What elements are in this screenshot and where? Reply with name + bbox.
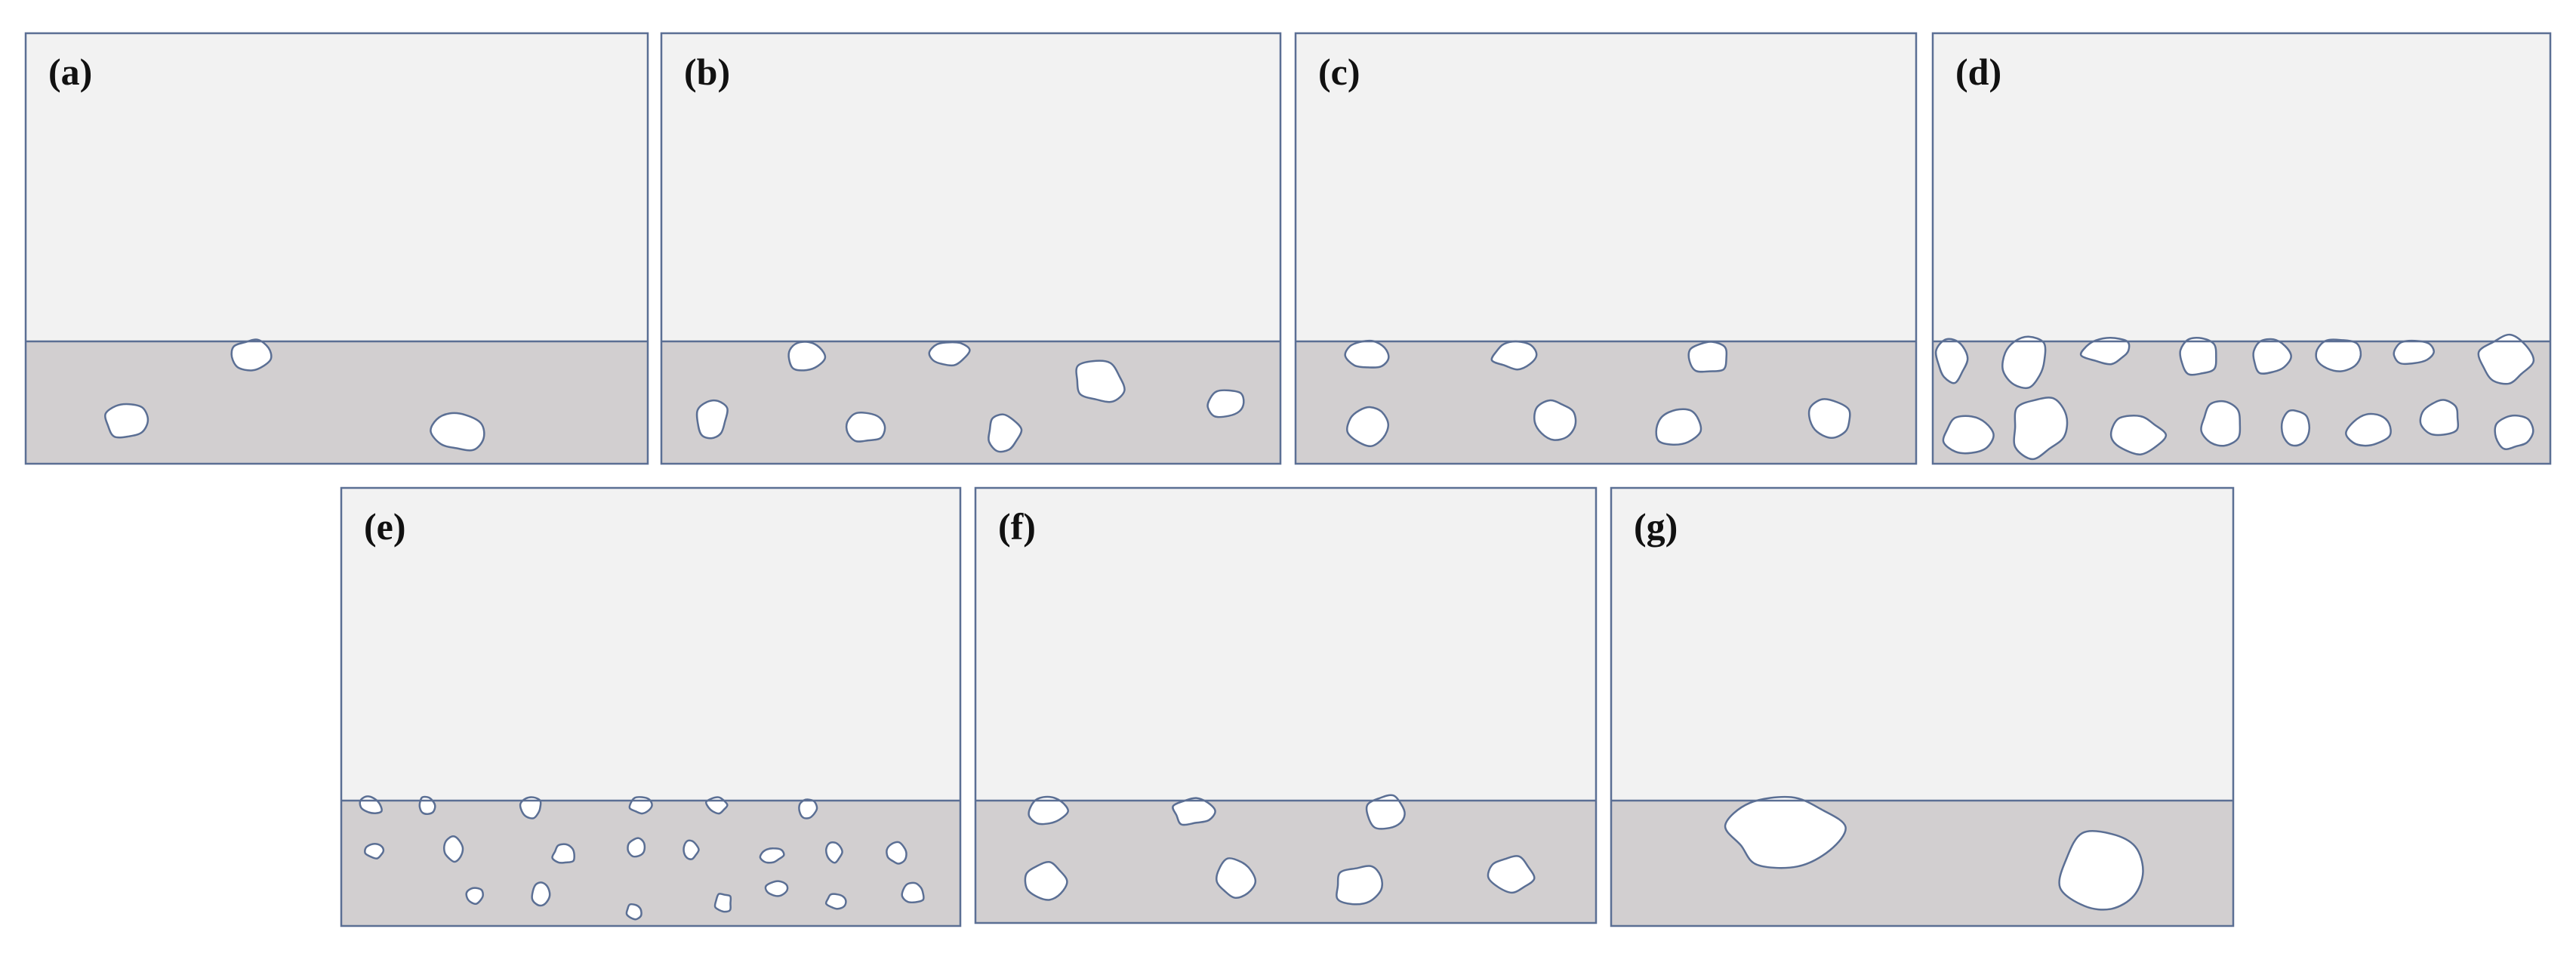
particle (2494, 414, 2534, 450)
particle (2345, 412, 2392, 447)
particle (695, 399, 729, 440)
particle (627, 837, 646, 858)
particle (886, 841, 907, 865)
particle (531, 881, 551, 907)
particle (1075, 360, 1126, 403)
particle (364, 843, 385, 860)
particle (2058, 830, 2144, 911)
upper-region (341, 488, 960, 801)
particle (2419, 399, 2460, 437)
particle (1687, 341, 1728, 373)
particle-group (1724, 795, 2144, 911)
panel-label: (f) (998, 505, 1036, 548)
particle (2013, 397, 2069, 461)
panel-frame (24, 32, 649, 465)
particle-group (695, 341, 1245, 453)
particle (430, 412, 485, 452)
panel-a: (a) (24, 32, 649, 465)
panel-frame (1610, 486, 2235, 927)
particle (2179, 337, 2217, 376)
particle (1216, 857, 1257, 899)
particle (683, 839, 700, 860)
particle (230, 338, 273, 372)
upper-region (975, 488, 1596, 801)
particle (901, 881, 925, 904)
panel-c: (c) (1294, 32, 1918, 465)
particle (824, 841, 843, 864)
upper-region (1611, 488, 2233, 801)
particle (1344, 339, 1390, 369)
lower-region (341, 801, 960, 926)
particle (1487, 855, 1536, 894)
panel-e: (e) (340, 486, 962, 927)
particle-group (1024, 794, 1536, 906)
particle (759, 847, 785, 864)
upper-region (1296, 33, 1916, 341)
particle (628, 796, 653, 815)
particle (443, 835, 464, 863)
particle (519, 796, 542, 819)
particle (1942, 415, 1995, 455)
particle (764, 880, 789, 897)
lower-region (1296, 341, 1916, 464)
particle (2001, 335, 2047, 390)
particle-group (104, 338, 485, 452)
particle (2079, 337, 2131, 366)
panel-label: (c) (1318, 51, 1360, 93)
particle (1807, 398, 1851, 440)
particle (1533, 399, 1577, 441)
upper-region (1933, 33, 2550, 341)
lower-region (975, 801, 1596, 923)
particle (1336, 865, 1384, 906)
upper-region (661, 33, 1280, 341)
particle (2109, 415, 2168, 455)
particle (2200, 400, 2242, 447)
particle (1028, 795, 1069, 826)
upper-region (26, 33, 648, 341)
particle (2477, 333, 2535, 385)
lower-region (661, 341, 1280, 464)
particle-group (1344, 339, 1851, 448)
particle (1346, 406, 1390, 448)
particle (928, 341, 971, 367)
panel-b: (b) (660, 32, 1282, 465)
particle (551, 843, 576, 864)
panel-label: (b) (684, 51, 730, 93)
panel-label: (g) (1634, 505, 1678, 548)
panel-frame (340, 486, 962, 927)
particle (1724, 795, 1847, 869)
lower-region (26, 341, 648, 464)
particle (1655, 408, 1702, 446)
panel-d: (d) (1931, 32, 2552, 465)
panel-label: (e) (364, 505, 406, 548)
panel-g: (g) (1610, 486, 2235, 927)
particle (845, 412, 886, 443)
panel-frame (660, 32, 1282, 465)
panel-label: (a) (48, 51, 92, 93)
panel-frame (974, 486, 1598, 924)
particle (1365, 794, 1406, 830)
particle (824, 893, 847, 910)
particle (1024, 860, 1068, 901)
panel-label: (d) (1955, 51, 2001, 93)
particle (2280, 409, 2311, 447)
particle (625, 903, 642, 921)
particle (465, 887, 484, 905)
panel-f: (f) (974, 486, 1598, 924)
particle (988, 413, 1023, 453)
particle (2315, 338, 2362, 372)
particle (1206, 389, 1245, 418)
particle-group (1934, 333, 2535, 461)
panel-frame (1294, 32, 1918, 465)
particle (787, 341, 827, 372)
particle (713, 893, 732, 913)
particle (1490, 340, 1538, 371)
panel-frame (1931, 32, 2552, 465)
particle (104, 403, 149, 439)
